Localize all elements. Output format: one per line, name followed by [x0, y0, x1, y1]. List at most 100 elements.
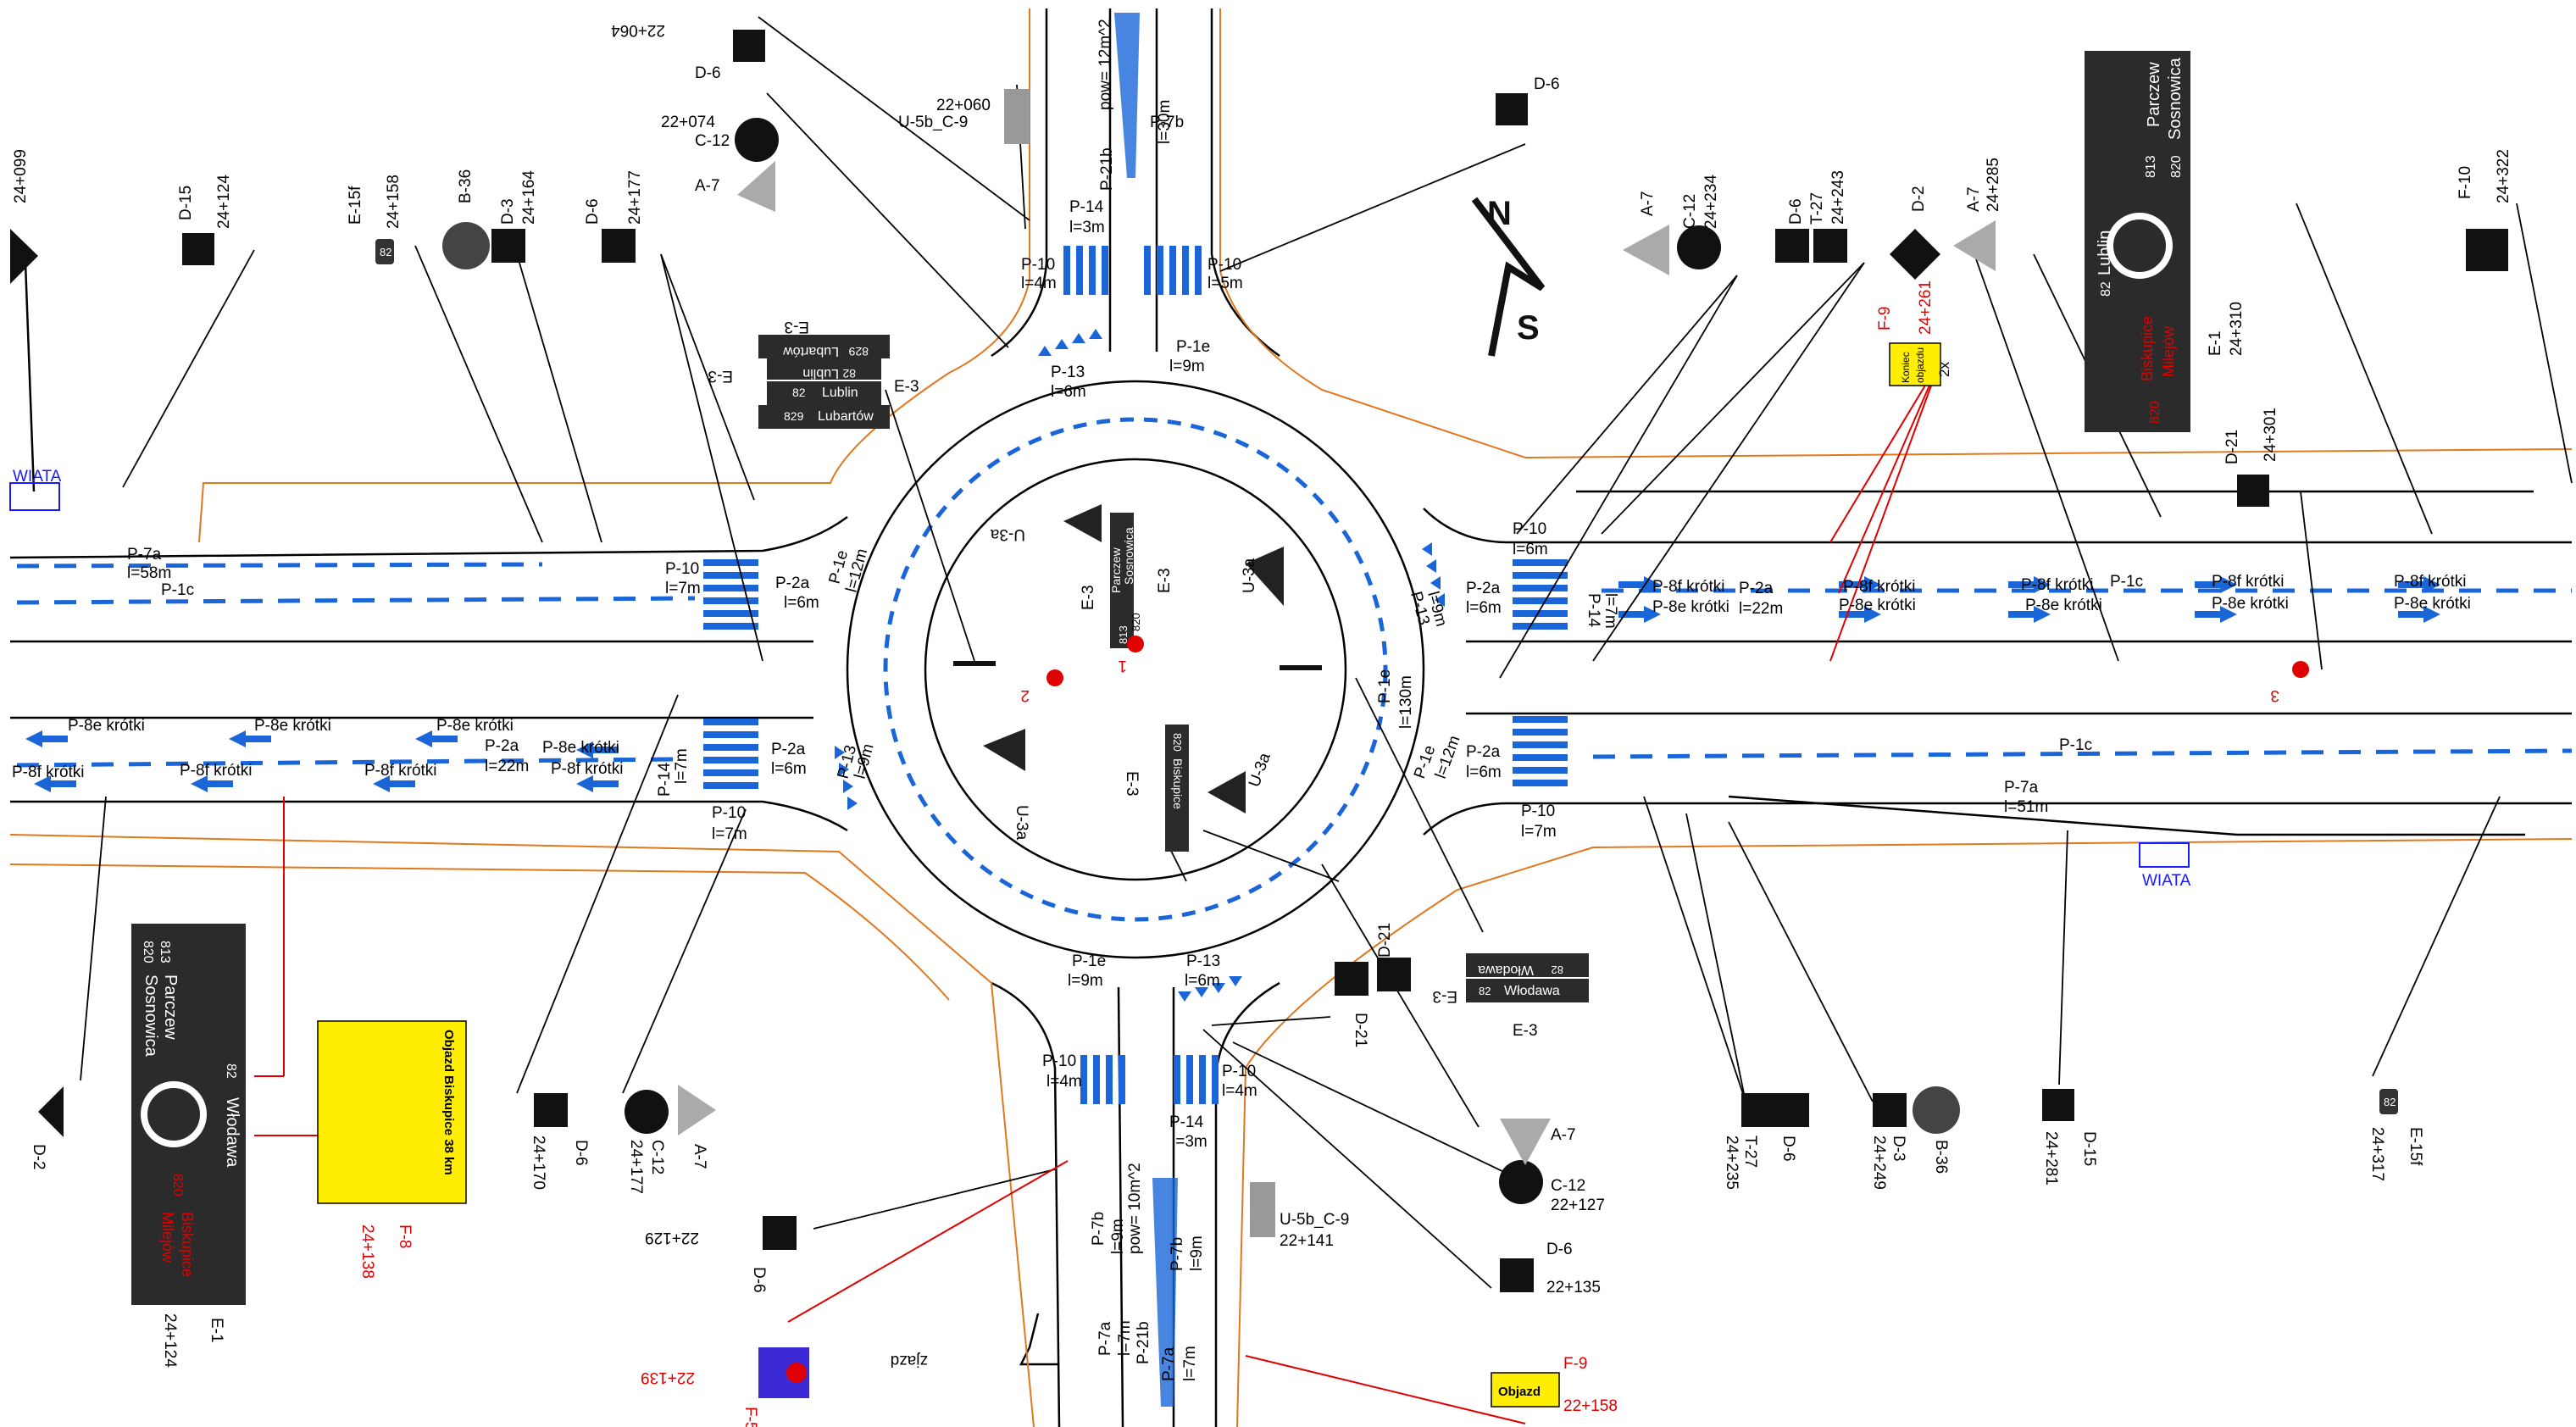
arrow-e-1: [1618, 576, 1661, 593]
label-a7-n: A-7: [695, 177, 720, 195]
label-p7a-west-len: l=58m: [127, 564, 171, 582]
label-t27-ne-code: T-27: [1808, 192, 1826, 225]
label-e3-nw-place2: Lublin: [802, 366, 839, 380]
label-p10-ne-code: P-10: [1208, 256, 1241, 274]
d21-s-icon-2: [1377, 958, 1411, 991]
label-d3-se-code: D-3: [1890, 1135, 1907, 1162]
roundabout-lane-dash: [883, 417, 1388, 922]
label-e3-nw-num4: 829: [784, 409, 804, 423]
label-e15f-w-km: 24+158: [385, 175, 402, 229]
label-e3-center-n2: 820: [1130, 613, 1142, 631]
d6-sw-icon: [534, 1093, 568, 1127]
label-u5b-n-km: 22+060: [936, 97, 991, 114]
label-e1-sw-n2: 820: [141, 941, 155, 963]
u5b-n-icon: [1004, 89, 1030, 144]
label-d6-s2-km: 22+135: [1546, 1279, 1601, 1297]
roundabout-inner-island: [924, 458, 1347, 881]
label-p10-e-bot-len: l=7m: [1521, 823, 1557, 841]
label-p1e-n-len: l=9m: [1169, 358, 1205, 375]
e1-ne-board: [2085, 51, 2190, 432]
label-f9-ne-text1: Koniec: [1900, 352, 1912, 383]
a7-sw-icon: [678, 1085, 716, 1135]
label-d6-se: D-6: [1779, 1135, 1797, 1162]
label-a7-sw: A-7: [691, 1144, 708, 1169]
label-d3-w-km: 24+164: [520, 170, 538, 225]
label-e3-nw-place4: Lubartów: [818, 409, 874, 424]
label-arrow-e-f5: P-8f krótki: [2394, 573, 2467, 591]
label-e3-nw-code2: E-3: [708, 367, 733, 385]
label-p14-e-len: l=7m: [1602, 593, 1619, 629]
label-d3-w-code: D-3: [499, 198, 517, 225]
south-hatched-island: [1152, 1178, 1178, 1407]
t27-ne-icon: [1813, 229, 1847, 263]
arrow-w-3: [415, 730, 458, 747]
west-lane-dash-top: [16, 562, 696, 605]
island-marker-2: [1046, 669, 1063, 686]
boundary-lines: [9, 8, 2573, 1427]
lane-arrows: [25, 576, 2440, 792]
island-marker-1: [1127, 636, 1144, 652]
arrow-w-7: [373, 775, 415, 792]
c12-n-icon: [735, 118, 779, 162]
orange-nw: [198, 8, 1030, 543]
label-arrow-e-f1: P-8f krótki: [1652, 578, 1725, 596]
label-f9-ne-km: 24+261: [1917, 280, 1935, 335]
e3-center-board: [1110, 513, 1134, 648]
label-p1c-east-low: P-1c: [2059, 736, 2092, 754]
label-p2a-e-bot-code: P-2a: [1466, 743, 1501, 761]
label-north-n: N: [1487, 195, 1512, 232]
label-arrow-w-e1: P-8e krótki: [68, 717, 145, 735]
label-d6-nw-top-km: 22+064: [611, 21, 665, 39]
label-arrow-w-f4: P-8f krótki: [551, 760, 624, 778]
label-a7-ne2-code: A-7: [1965, 186, 1983, 212]
west-bay: [24, 262, 36, 492]
label-num-2: 2: [1020, 686, 1030, 704]
zebra-west-bot: [703, 719, 758, 789]
label-north-s: S: [1517, 309, 1540, 347]
label-e15f-se-code: E-15f: [2407, 1127, 2424, 1166]
label-p2a-w-lane-len: l=22m: [485, 758, 529, 775]
marking-labels: P-7a l=58m P-1c P-10 l=7m P-2a l=6m P-1e…: [12, 19, 2471, 1381]
label-e3-se-place2: Włodawa: [1504, 984, 1560, 998]
e3-se-row2: [1466, 979, 1589, 1002]
c12-sw-icon: [625, 1090, 669, 1134]
label-p10-e-top-code: P-10: [1513, 520, 1546, 538]
label-e3-nw-num2: 82: [842, 367, 856, 380]
label-p14-n-code: P-14: [1069, 198, 1104, 216]
label-u3a-ne: U-3a: [1241, 558, 1258, 593]
label-f9-ne-count: 2x: [1936, 362, 1952, 377]
label-a7-ne: A-7: [1639, 191, 1657, 216]
label-e3-center-n1: 813: [1117, 625, 1130, 644]
d3-se-icon: [1873, 1093, 1907, 1127]
label-f10-ne-km: 24+322: [2495, 149, 2512, 203]
a7-ne2-icon: [1953, 220, 1996, 271]
label-c12-ne-km: 24+234: [1702, 175, 1720, 229]
label-p10-w-top-len: l=7m: [665, 580, 701, 597]
u3a-se-icon: [1208, 771, 1246, 813]
label-u3a-center: U-3a: [990, 525, 1025, 543]
east-road-north-edge: [1423, 508, 2572, 544]
label-c12-sw-km: 24+177: [627, 1140, 645, 1194]
d21-ne-icon: [2237, 475, 2269, 507]
north-arrow-icon: [1471, 197, 1546, 357]
label-p10-nw-code: P-10: [1021, 256, 1055, 274]
label-pow-n: pow= 12m^2: [1096, 19, 1114, 110]
label-d2-nw: 24+099: [12, 149, 30, 203]
label-f9-ne-code: F-9: [1876, 307, 1894, 331]
label-e3-nw-num3: 82: [792, 386, 806, 399]
f9-s-board: [1491, 1372, 1560, 1408]
label-e3-nw-place3: Lublin: [822, 386, 858, 400]
label-p2a-w-bot-code: P-2a: [771, 741, 806, 758]
label-t27-se-km: 24+235: [1723, 1135, 1740, 1190]
arrow-w-5: [34, 775, 76, 792]
label-f5-km: 22+139: [641, 1369, 695, 1386]
label-p10-w-top-code: P-10: [665, 560, 699, 578]
label-p7b-s-len: l=9m: [1109, 1219, 1127, 1254]
label-d6-sw-code: D-6: [572, 1140, 590, 1166]
zebra-east-top: [1513, 559, 1568, 630]
label-e1-sw-p3: Włodawa: [223, 1097, 242, 1168]
label-d6-ne: D-6: [1787, 198, 1805, 225]
label-a7-s: A-7: [1551, 1126, 1576, 1144]
label-d15-se-code: D-15: [2080, 1131, 2098, 1166]
e15f-se-badge: [2379, 1089, 2398, 1114]
